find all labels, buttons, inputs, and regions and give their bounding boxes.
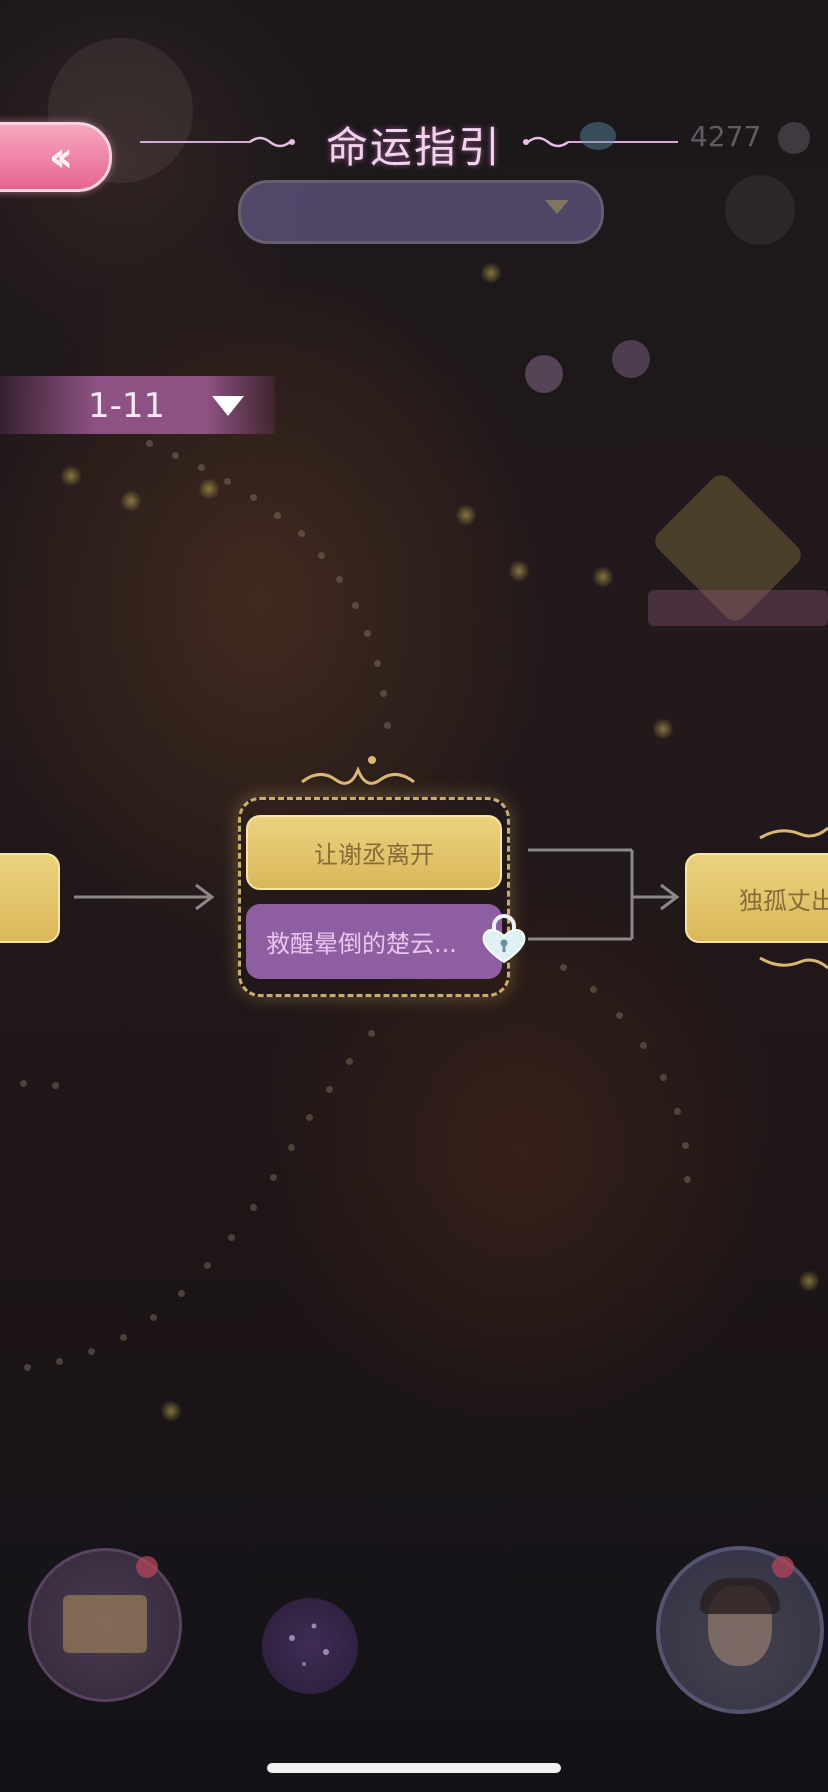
page-title: 命运指引 <box>325 123 502 172</box>
title-ornament-right <box>523 136 678 148</box>
choice-label: 救醒晕倒的楚云... <box>266 930 457 958</box>
book-icon <box>63 1595 147 1653</box>
glow-spark <box>160 1400 182 1422</box>
glow-spark <box>120 490 142 512</box>
glow-spark <box>480 262 502 284</box>
dropdown-arrow-icon <box>545 200 569 214</box>
glow-spark <box>455 504 477 526</box>
previous-story-node[interactable] <box>0 853 60 943</box>
home-indicator[interactable] <box>267 1763 561 1773</box>
choice-option-2-locked[interactable]: 救醒晕倒的楚云... <box>246 904 502 979</box>
character-avatar-button[interactable] <box>656 1546 824 1714</box>
blurred-reward-bar <box>648 590 828 626</box>
constellation-button[interactable] <box>262 1598 358 1694</box>
next-story-node[interactable]: 独孤丈出 <box>685 853 828 943</box>
blurred-icon-top-right <box>725 175 795 245</box>
chapter-filter-label: 1-11 <box>88 386 166 426</box>
glow-spark <box>798 1270 820 1292</box>
notification-badge <box>772 1556 794 1578</box>
notification-badge <box>136 1556 158 1578</box>
stars-icon <box>289 1623 329 1666</box>
glow-spark <box>508 560 530 582</box>
glow-spark <box>198 478 220 500</box>
diamond-currency-icon <box>580 122 616 150</box>
choice-label: 让谢丞离开 <box>314 841 434 869</box>
add-currency-icon[interactable] <box>778 122 810 154</box>
heart-lock-icon <box>482 914 526 964</box>
glow-spark <box>652 718 674 740</box>
next-node-label: 独孤丈出 <box>739 886 828 915</box>
back-button[interactable]: ‹‹ <box>0 122 112 192</box>
story-book-button[interactable] <box>28 1548 182 1702</box>
chapter-selector-dropdown[interactable] <box>238 180 604 244</box>
blurred-flower-2 <box>612 340 650 378</box>
glow-spark <box>592 566 614 588</box>
filter-triangle-icon <box>212 396 244 416</box>
blurred-flower-1 <box>525 355 563 393</box>
glow-spark <box>60 465 82 487</box>
avatar-hair <box>700 1578 780 1614</box>
chapter-filter-button[interactable]: 1-11 <box>0 376 275 434</box>
currency-value: 4277 <box>690 120 762 153</box>
choice-option-1[interactable]: 让谢丞离开 <box>246 815 502 890</box>
title-ornament-left <box>140 136 295 148</box>
choice-group-frame <box>238 797 510 997</box>
